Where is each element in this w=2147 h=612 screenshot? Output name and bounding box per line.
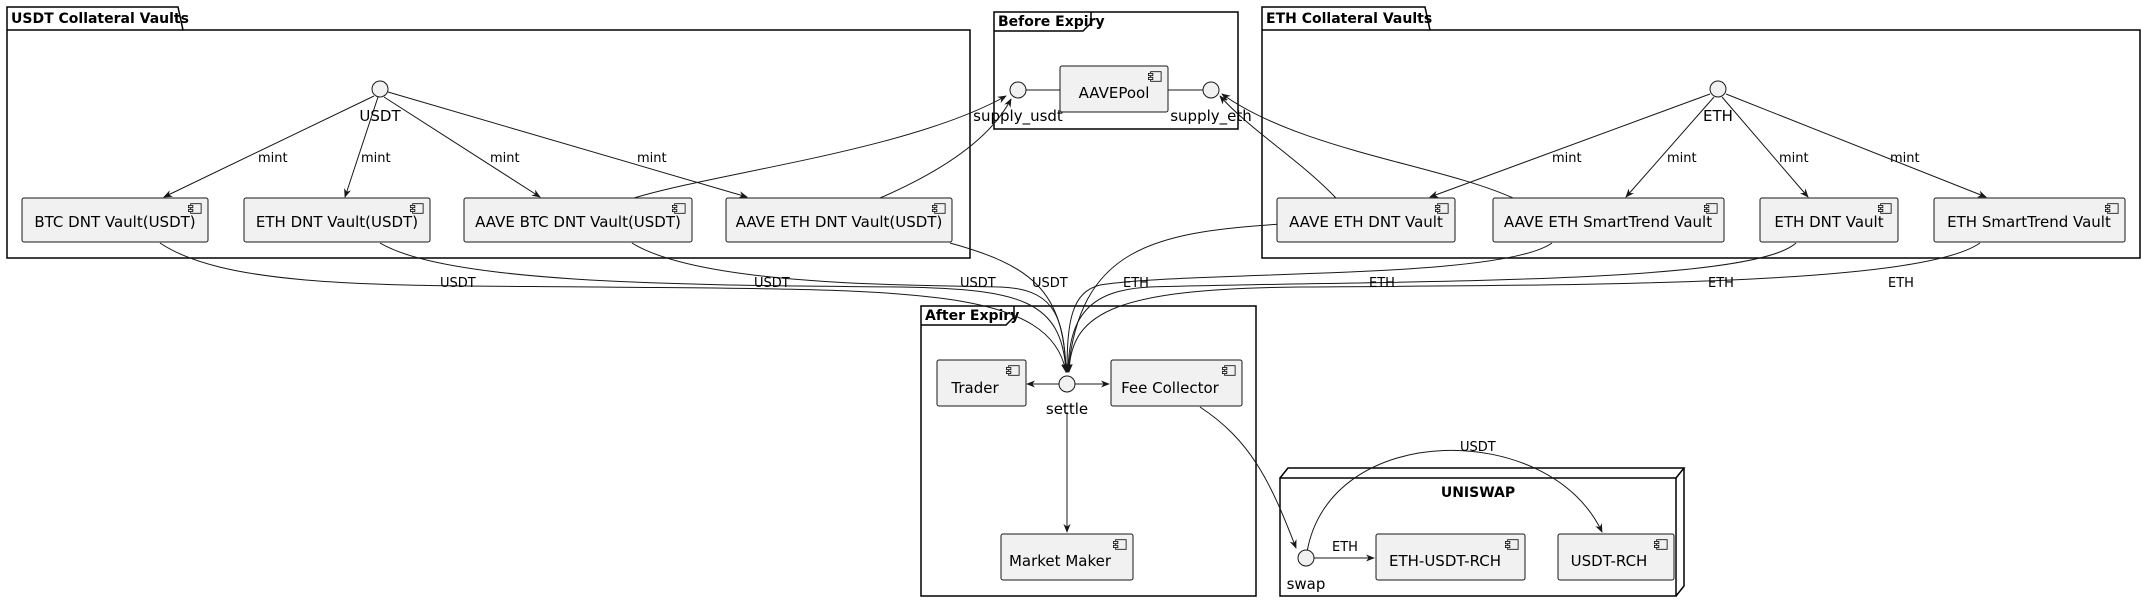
- edge-usdt-to-aave-btc-dnt: [383, 96, 541, 198]
- component-eth-dnt-vault: ETH DNT Vault: [1759, 197, 1899, 243]
- interface-usdt: [371, 80, 389, 98]
- component-label: ETH-USDT-RCH: [1389, 552, 1501, 570]
- edge-label-mint: mint: [1667, 151, 1697, 166]
- component-eth-dnt-vault-usdt: ETH DNT Vault(USDT): [243, 197, 431, 243]
- edge-label-eth: ETH: [1332, 540, 1358, 555]
- component-eth-smarttrend-vault: ETH SmartTrend Vault: [1933, 197, 2126, 243]
- component-aave-eth-smarttrend-vault: AAVE ETH SmartTrend Vault: [1492, 197, 1725, 243]
- edge-eth-dnt-to-settle: [379, 242, 1070, 373]
- edge-usdt-to-eth-dnt: [344, 96, 379, 198]
- node-uniswap: UNISWAP: [1279, 467, 1686, 597]
- package-title-eth-vaults: ETH Collateral Vaults: [1266, 11, 1432, 27]
- component-label: AAVE ETH DNT Vault: [1289, 213, 1443, 231]
- component-label: ETH DNT Vault(USDT): [256, 213, 418, 231]
- component-label: Fee Collector: [1121, 379, 1220, 397]
- edge-usdt-to-btc-dnt: [163, 95, 375, 198]
- interface-eth: [1709, 80, 1727, 98]
- component-label: AAVE ETH DNT Vault(USDT): [736, 213, 943, 231]
- edge-label-eth: ETH: [1708, 276, 1734, 291]
- component-label: AAVEPool: [1079, 84, 1150, 102]
- edge-eth-to-eth-dnt: [1721, 96, 1809, 198]
- component-label: ETH DNT Vault: [1774, 213, 1883, 231]
- edge-eth-smarttrend-to-settle: [1065, 242, 1981, 373]
- edge-aave-eth-usdt-to-supply-usdt: [879, 98, 1012, 199]
- edge-label-eth: ETH: [1369, 276, 1395, 291]
- frame-before-expiry: Before Expiry: [993, 11, 1239, 130]
- edge-aave-smarttrend-to-supply-eth: [1221, 93, 1514, 199]
- interfaces: USDT ETH supply_usdt supply_eth settle s…: [359, 80, 1733, 593]
- edge-label-mint: mint: [258, 151, 288, 166]
- edge-aave-btc-dnt-to-settle: [631, 242, 1070, 373]
- interface-label-supply-eth: supply_eth: [1170, 107, 1252, 126]
- interface-supply-eth: [1202, 81, 1220, 99]
- edge-label-mint: mint: [1552, 151, 1582, 166]
- component-label: Trader: [950, 379, 999, 397]
- package-usdt-collateral-vaults: USDT Collateral Vaults: [6, 6, 971, 259]
- edge-label-usdt: USDT: [1032, 276, 1068, 291]
- interface-supply-usdt: [1009, 81, 1027, 99]
- component-market-maker: Market Maker: [1000, 533, 1134, 581]
- component-usdt-rch: USDT-RCH: [1557, 533, 1675, 581]
- edge-label-mint: mint: [1890, 151, 1920, 166]
- interface-swap: [1297, 549, 1315, 567]
- edge-aave-smarttrend-to-settle: [1063, 242, 1553, 373]
- edge-eth-dnt-vault-to-settle: [1064, 242, 1797, 373]
- interface-label-eth: ETH: [1703, 107, 1733, 125]
- edge-aave-eth-dnt-usdt-to-settle: [949, 242, 1070, 373]
- frame-title-before-expiry: Before Expiry: [998, 14, 1105, 30]
- component-trader: Trader: [936, 359, 1027, 407]
- edge-label-usdt: USDT: [1460, 440, 1496, 455]
- edge-label-usdt: USDT: [440, 276, 476, 291]
- frame-title-after-expiry: After Expiry: [925, 308, 1019, 324]
- frame-after-expiry: After Expiry: [920, 305, 1257, 597]
- edge-eth-to-aave-eth-smarttrend: [1625, 96, 1715, 198]
- component-label: ETH SmartTrend Vault: [1947, 213, 2111, 231]
- component-fee-collector: Fee Collector: [1110, 359, 1243, 407]
- component-btc-dnt-vault-usdt: BTC DNT Vault(USDT): [21, 197, 209, 243]
- component-aave-btc-dnt-vault-usdt: AAVE BTC DNT Vault(USDT): [463, 197, 693, 243]
- edge-btc-dnt-to-settle: [159, 242, 1069, 373]
- edge-fee-collector-to-swap: [1199, 406, 1297, 549]
- edge-label-eth: ETH: [1888, 276, 1914, 291]
- edge-aave-eth-dnt-to-supply-eth: [1219, 95, 1337, 199]
- component-aave-eth-dnt-vault-usdt: AAVE ETH DNT Vault(USDT): [725, 197, 953, 243]
- edge-aave-eth-dnt-to-settle: [1065, 223, 1283, 373]
- interface-label-settle: settle: [1046, 400, 1088, 418]
- edge-label-mint: mint: [637, 151, 667, 166]
- component-label: USDT-RCH: [1571, 552, 1648, 570]
- interface-label-swap: swap: [1287, 575, 1326, 593]
- package-eth-collateral-vaults: ETH Collateral Vaults: [1261, 6, 2141, 259]
- edge-label-mint: mint: [490, 151, 520, 166]
- edge-label-usdt: USDT: [960, 276, 996, 291]
- edge-swap-to-usdt-rch: [1306, 450, 1603, 553]
- component-eth-usdt-rch: ETH-USDT-RCH: [1375, 533, 1526, 581]
- interface-label-supply-usdt: supply_usdt: [973, 107, 1063, 126]
- interface-label-usdt: USDT: [359, 107, 401, 125]
- edge-usdt-to-aave-eth-dnt: [387, 91, 748, 199]
- component-label: AAVE BTC DNT Vault(USDT): [475, 213, 681, 231]
- edge-label-mint: mint: [1779, 151, 1809, 166]
- component-aave-pool: AAVEPool: [1059, 65, 1169, 113]
- component-label: Market Maker: [1009, 552, 1112, 570]
- edge-eth-to-eth-smarttrend: [1725, 93, 1987, 198]
- edge-label-eth: ETH: [1123, 276, 1149, 291]
- edge-label-mint: mint: [361, 151, 391, 166]
- components: BTC DNT Vault(USDT) ETH DNT Vault(USDT) …: [21, 65, 2126, 581]
- component-label: BTC DNT Vault(USDT): [34, 213, 195, 231]
- edges: mint mint mint mint mint mint mint mint …: [159, 89, 1987, 562]
- component-label: AAVE ETH SmartTrend Vault: [1504, 213, 1712, 231]
- package-title-usdt-vaults: USDT Collateral Vaults: [11, 11, 189, 27]
- edge-eth-to-aave-eth-dnt: [1429, 93, 1711, 198]
- interface-settle: [1058, 375, 1076, 393]
- node-title-uniswap: UNISWAP: [1441, 485, 1515, 501]
- edge-aave-btc-to-supply-usdt: [633, 95, 1007, 199]
- edge-label-usdt: USDT: [754, 276, 790, 291]
- component-aave-eth-dnt-vault: AAVE ETH DNT Vault: [1276, 197, 1456, 243]
